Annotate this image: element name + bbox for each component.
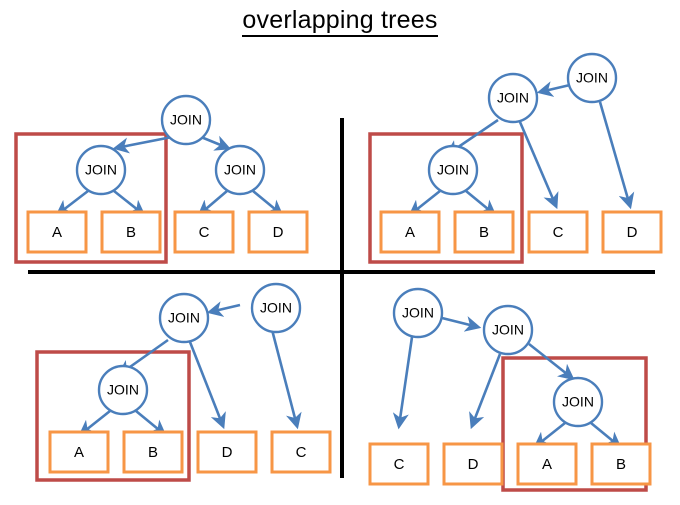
edge-lower-join-to-b (135, 409, 167, 437)
leaf-box-b[interactable] (122, 430, 184, 474)
leaf-label-b: B (479, 224, 489, 241)
leaf-box-c[interactable] (527, 210, 589, 254)
edge-lower-join-to-a (408, 189, 441, 217)
leaf-label-d: D (273, 224, 284, 241)
leaf-label-c: C (394, 456, 405, 473)
join-node-left-label: JOIN (402, 305, 434, 321)
edge-lower-join-to-a (533, 421, 566, 449)
edge-right-join-to-d (252, 189, 284, 217)
quadrant-bottom-left: JOIN JOIN JOIN A B D C (35, 282, 332, 482)
leaf-box-a[interactable] (516, 442, 578, 486)
leaf-box-b[interactable] (590, 442, 652, 486)
join-node-top-right[interactable] (566, 52, 618, 104)
join-node-mid-label: JOIN (492, 322, 524, 338)
page-title: overlapping trees (0, 6, 680, 37)
edge-top-join-to-d (598, 101, 635, 210)
group-box-ab (35, 350, 191, 482)
leaf-box-a[interactable] (26, 210, 88, 254)
join-node-mid[interactable] (482, 304, 534, 356)
leaf-box-d[interactable] (442, 442, 504, 486)
edge-lower-join-to-a (78, 409, 111, 437)
leaf-box-d[interactable] (601, 210, 663, 254)
join-node-root[interactable] (160, 94, 212, 146)
group-box-ab (501, 356, 648, 492)
join-node-lower[interactable] (97, 364, 149, 416)
edge-top-join-to-mid-join (536, 81, 571, 97)
leaf-box-d[interactable] (196, 430, 258, 474)
edge-top-join-to-c (268, 321, 302, 430)
leaf-label-a: A (405, 224, 415, 241)
join-node-right-label: JOIN (224, 162, 256, 178)
leaf-label-c: C (199, 224, 210, 241)
join-node-lower[interactable] (427, 144, 479, 196)
leaf-box-d[interactable] (247, 210, 309, 254)
join-node-top-right[interactable] (250, 282, 302, 334)
join-node-mid-label: JOIN (497, 90, 529, 106)
join-node-top-right-label: JOIN (260, 300, 292, 316)
leaf-box-a[interactable] (48, 430, 110, 474)
edge-mid-join-to-d (469, 353, 502, 430)
join-node-top-right-label: JOIN (576, 70, 608, 86)
leaf-label-d: D (222, 444, 233, 461)
page-title-text: overlapping trees (242, 6, 438, 37)
edge-left-join-to-b (113, 189, 146, 217)
leaf-label-b: B (148, 444, 158, 461)
join-node-lower-label: JOIN (437, 162, 469, 178)
edge-mid-join-to-d (188, 341, 226, 430)
leaf-label-b: B (126, 224, 136, 241)
leaf-label-d: D (627, 224, 638, 241)
join-node-left[interactable] (75, 144, 127, 196)
join-node-lower-label: JOIN (107, 382, 139, 398)
edge-root-to-right-join (200, 135, 232, 151)
edge-mid-join-to-c (518, 121, 559, 210)
leaf-label-c: C (296, 444, 307, 461)
group-box-ab (14, 132, 168, 264)
edge-top-join-to-mid-join (206, 301, 241, 317)
edge-mid-join-to-lower-join (528, 342, 575, 381)
leaf-label-b: B (616, 456, 626, 473)
leaf-box-a[interactable] (379, 210, 441, 254)
leaf-box-c[interactable] (173, 210, 235, 254)
leaf-label-a: A (74, 444, 84, 461)
leaf-box-b[interactable] (100, 210, 162, 254)
quadrant-top-right: JOIN JOIN JOIN A B C D (368, 52, 663, 264)
edge-right-join-to-c (197, 190, 228, 217)
join-node-lower[interactable] (552, 376, 604, 428)
leaf-box-c[interactable] (368, 442, 430, 486)
edge-left-join-to-c (392, 336, 414, 430)
leaf-label-d: D (468, 456, 479, 473)
group-box-ab (368, 132, 524, 264)
edge-left-join-to-mid-join (441, 316, 482, 332)
join-node-left-label: JOIN (85, 162, 117, 178)
quadrant-bottom-right: JOIN JOIN JOIN C D A B (368, 287, 652, 492)
edge-lower-join-to-b (465, 189, 497, 217)
join-node-mid-label: JOIN (168, 310, 200, 326)
leaf-label-a: A (542, 456, 552, 473)
edge-root-to-left-join (112, 135, 173, 154)
leaf-box-c[interactable] (270, 430, 332, 474)
join-node-lower-label: JOIN (562, 394, 594, 410)
edge-lower-join-to-b (590, 421, 622, 449)
join-node-mid[interactable] (487, 72, 539, 124)
leaf-label-c: C (553, 224, 564, 241)
quadrant-top-left: JOIN JOIN JOIN A B C D (14, 94, 309, 264)
join-node-root-label: JOIN (170, 112, 202, 128)
join-node-right[interactable] (214, 144, 266, 196)
leaf-box-b[interactable] (453, 210, 515, 254)
leaf-label-a: A (52, 224, 62, 241)
join-node-left[interactable] (392, 287, 444, 339)
edge-left-join-to-a (55, 189, 89, 217)
join-node-mid[interactable] (158, 292, 210, 344)
